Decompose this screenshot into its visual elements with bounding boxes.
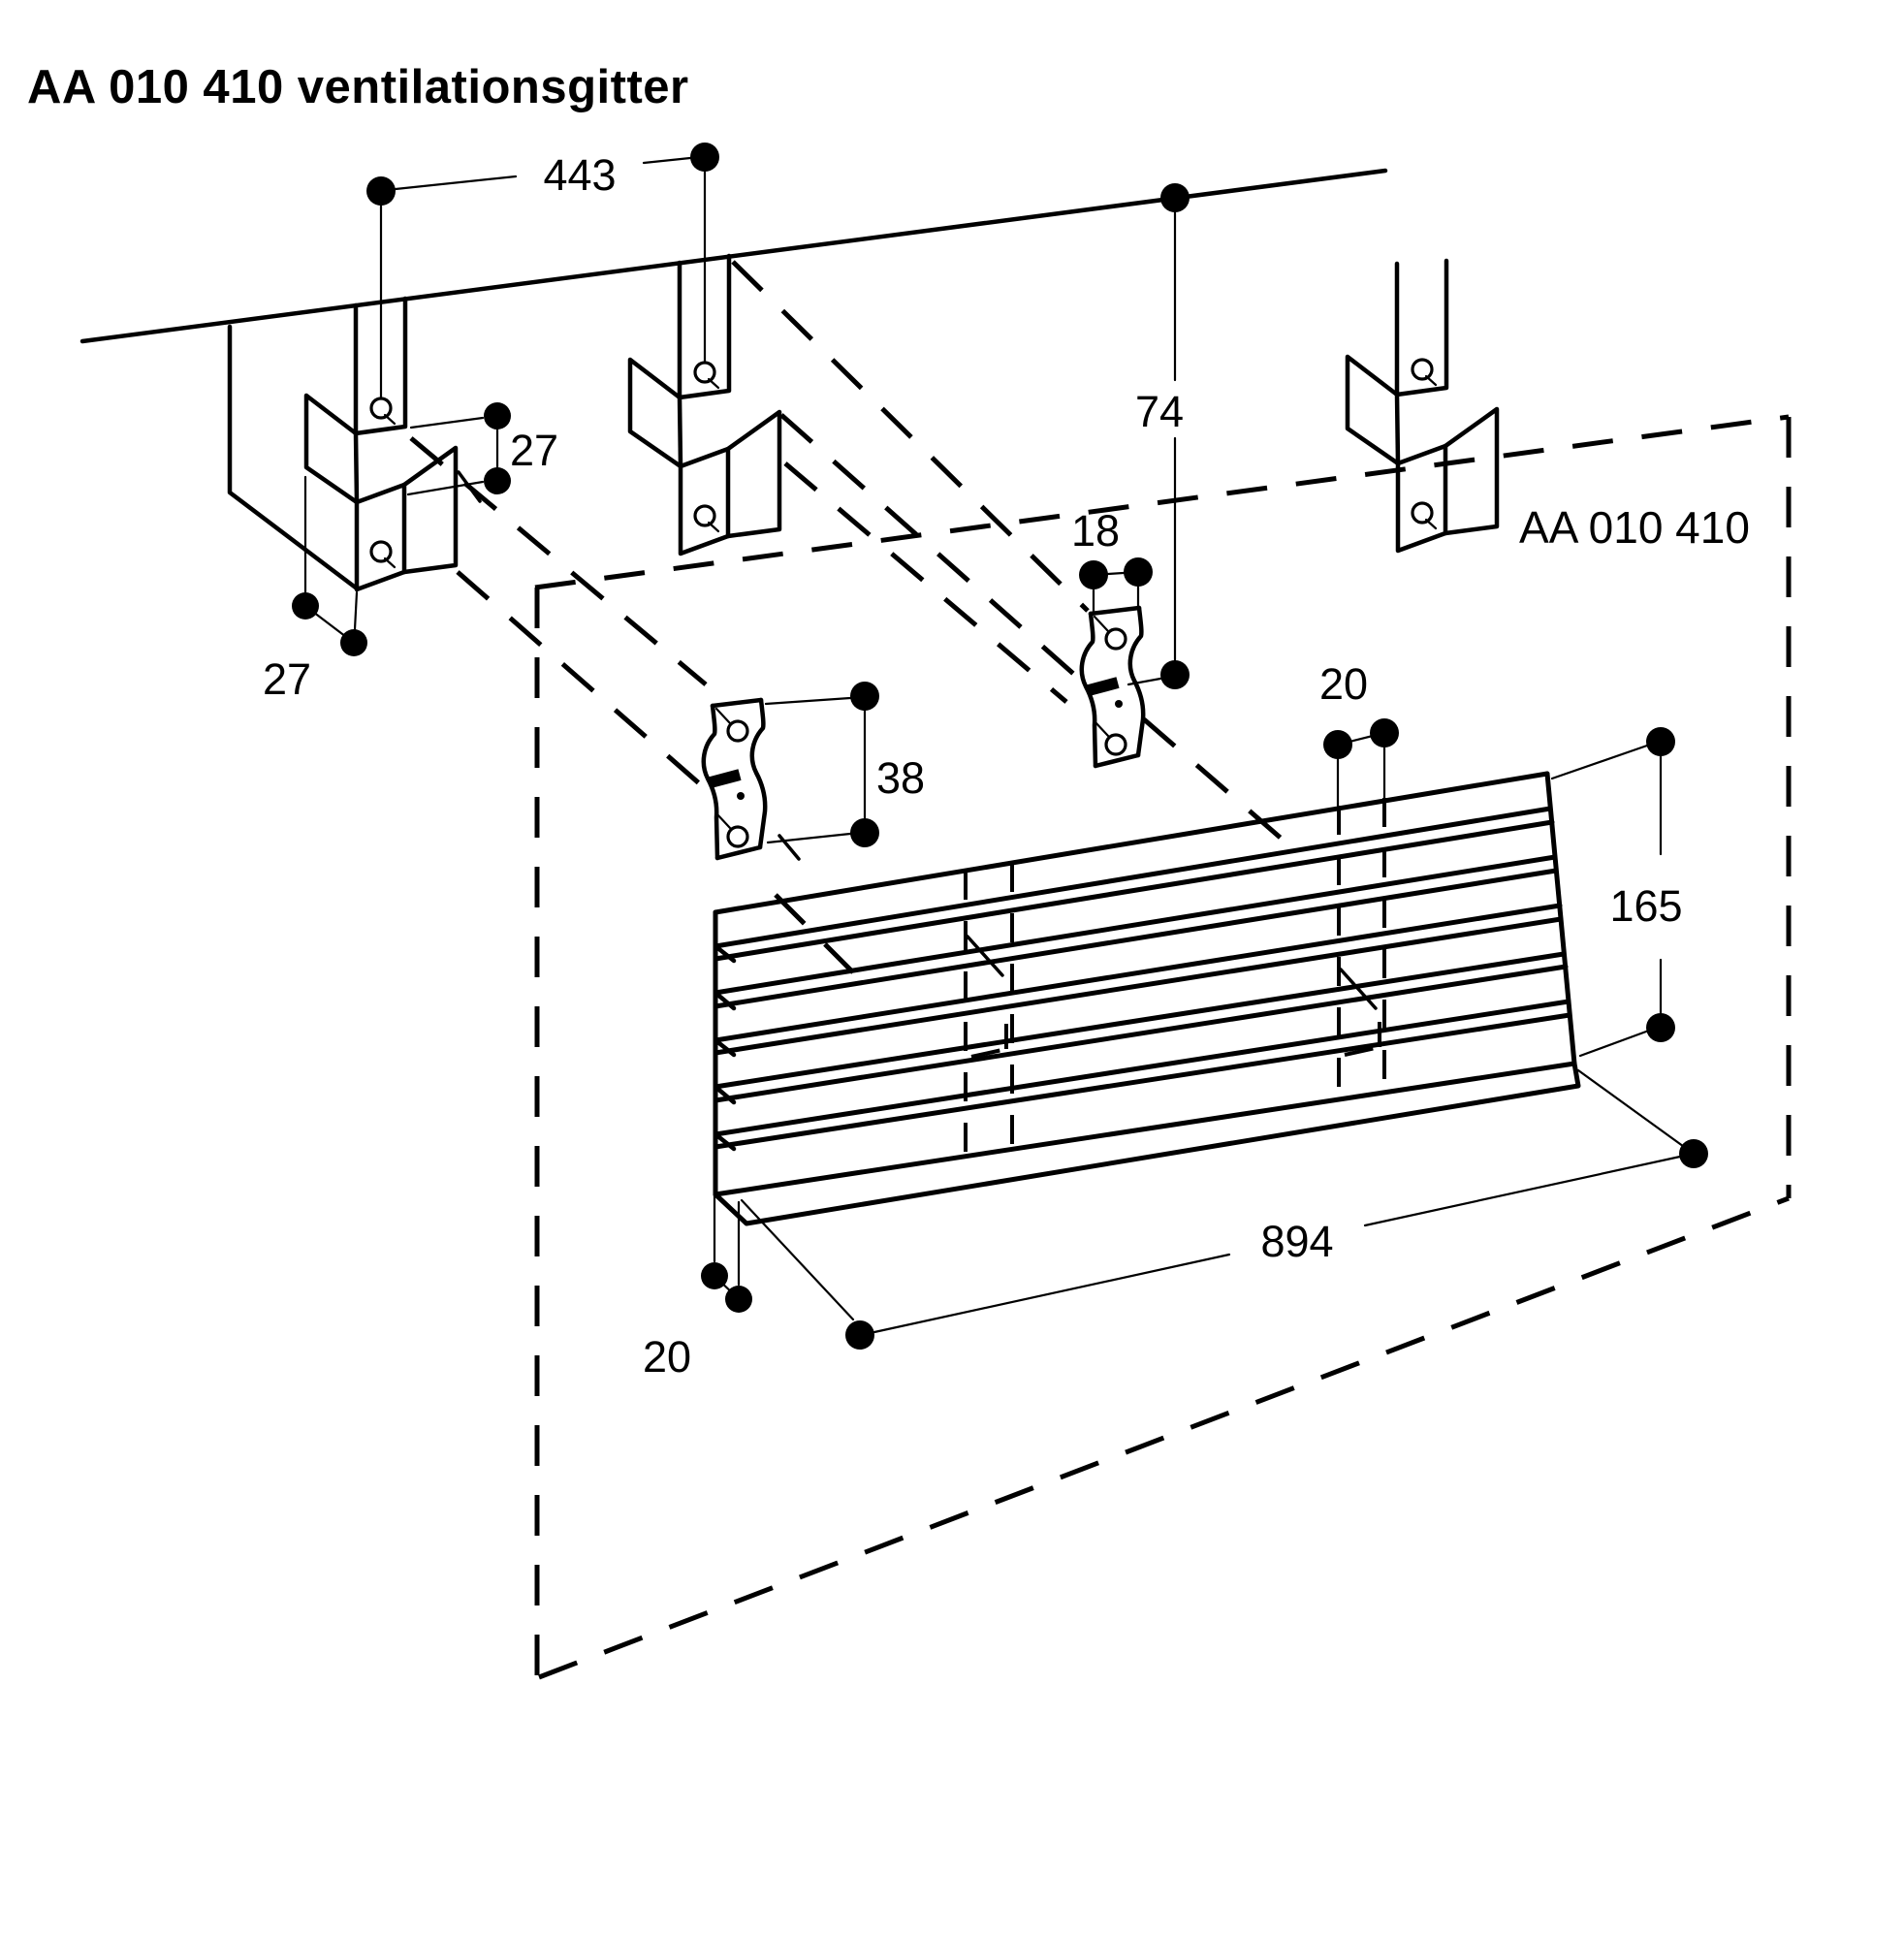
dim-label-74: 74 bbox=[1135, 387, 1184, 436]
screw-hole-icon bbox=[1411, 358, 1434, 381]
screw-hole-icon bbox=[1411, 501, 1434, 524]
dimension-27-lower: 27 bbox=[263, 475, 367, 704]
dimension-dot bbox=[484, 467, 511, 494]
dim-label-165: 165 bbox=[1609, 881, 1682, 931]
dimension-dot bbox=[850, 818, 879, 847]
dimension-dot bbox=[484, 402, 511, 429]
screw-hole-icon bbox=[726, 719, 749, 743]
page-title: AA 010 410 ventilationsgitter bbox=[27, 61, 689, 113]
dim-label-20-top: 20 bbox=[1319, 659, 1368, 709]
dimension-20-top: 20 bbox=[1319, 659, 1399, 808]
dimension-20-bottom: 20 bbox=[643, 1158, 752, 1382]
panel-outline-dashed bbox=[534, 414, 1792, 1680]
dim-label-27-lower: 27 bbox=[263, 654, 311, 704]
clip-right bbox=[1079, 605, 1146, 769]
ventilation-grille bbox=[713, 771, 1581, 1226]
screw-hole-icon bbox=[1104, 733, 1127, 756]
projection-lines-dashed bbox=[409, 260, 1299, 974]
dim-label-443: 443 bbox=[543, 150, 616, 200]
dimension-dot bbox=[690, 143, 719, 172]
dimension-74: 74 bbox=[1127, 183, 1190, 689]
dim-label-27-upper: 27 bbox=[510, 426, 558, 475]
screw-hole-icon bbox=[726, 825, 749, 848]
dim-label-894: 894 bbox=[1260, 1217, 1333, 1266]
dimension-dot bbox=[1646, 1013, 1675, 1042]
dimension-dot bbox=[1160, 183, 1190, 212]
dimension-443: 443 bbox=[366, 143, 719, 400]
screw-hole-icon bbox=[1104, 627, 1127, 651]
dimension-dot bbox=[1679, 1139, 1708, 1168]
dimension-27-upper: 27 bbox=[406, 402, 558, 503]
dimension-dot bbox=[1646, 727, 1675, 756]
dim-label-20-bottom: 20 bbox=[643, 1332, 691, 1382]
bracket-middle bbox=[627, 253, 782, 556]
dim-label-18: 18 bbox=[1071, 506, 1120, 556]
dimension-894: 894 bbox=[740, 1068, 1708, 1350]
part-label: AA 010 410 bbox=[1519, 502, 1750, 553]
dimension-dot bbox=[850, 682, 879, 711]
dimension-38: 38 bbox=[764, 682, 925, 861]
screw-hole-icon bbox=[693, 504, 716, 527]
dimension-18: 18 bbox=[1071, 506, 1153, 614]
dimension-dot bbox=[366, 176, 396, 206]
grille-fixing-dashed bbox=[964, 798, 1386, 1156]
bracket-right bbox=[1345, 258, 1500, 554]
ceiling-line bbox=[79, 168, 1388, 591]
screw-hole-icon bbox=[693, 361, 716, 384]
dimension-165: 165 bbox=[1550, 727, 1683, 1058]
clip-left bbox=[701, 697, 768, 861]
dimension-dot bbox=[845, 1320, 874, 1350]
screw-hole-icon bbox=[369, 540, 393, 563]
bracket-left bbox=[303, 296, 459, 592]
dim-label-38: 38 bbox=[876, 753, 925, 803]
screw-hole-icon bbox=[369, 397, 393, 420]
dimension-dot bbox=[1160, 660, 1190, 689]
